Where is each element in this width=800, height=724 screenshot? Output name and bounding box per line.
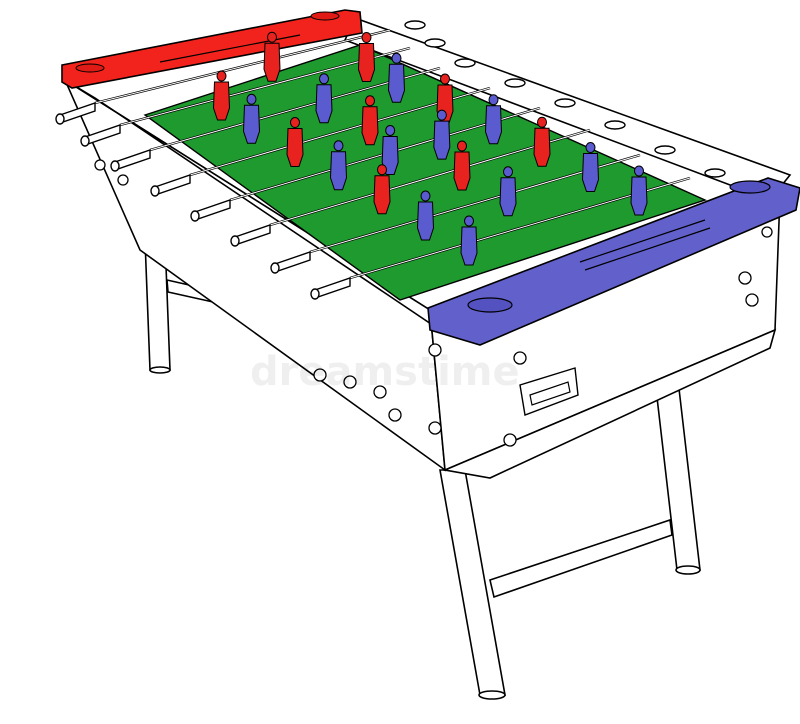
rod-right-grip-1 xyxy=(404,20,426,30)
handle-end-2 xyxy=(80,135,90,147)
rod-right-grip-6 xyxy=(604,120,626,130)
rod-right-grip-4 xyxy=(504,78,526,88)
rod-right-grip-8 xyxy=(704,168,726,178)
leg-front-right xyxy=(654,379,701,571)
rod-right-grip-5 xyxy=(554,98,576,108)
handle-end-7 xyxy=(270,262,280,274)
handle-end-4 xyxy=(150,185,160,197)
rod-right-grip-3 xyxy=(454,58,476,68)
red-figure xyxy=(213,70,230,121)
rod-highlight-1 xyxy=(94,29,391,104)
rod-right-grip-2 xyxy=(424,38,446,48)
handle-end-1 xyxy=(55,113,65,125)
blue-goal-end xyxy=(427,177,800,346)
rod-right-grip-7 xyxy=(654,145,676,155)
playing-field xyxy=(143,44,707,301)
side-holes xyxy=(94,159,773,447)
handle-end-5 xyxy=(190,210,200,222)
side-handle-slot xyxy=(519,367,579,416)
red-goal-end xyxy=(61,9,363,89)
rod-handles xyxy=(55,20,726,300)
handle-end-8 xyxy=(310,288,320,300)
front-lower-bevel xyxy=(442,328,777,479)
leg-brace-front xyxy=(489,518,673,599)
table-legs xyxy=(144,239,701,700)
handle-end-3 xyxy=(110,160,120,172)
watermark-text: dreamstime xyxy=(250,349,520,395)
handle-end-6 xyxy=(230,235,240,247)
